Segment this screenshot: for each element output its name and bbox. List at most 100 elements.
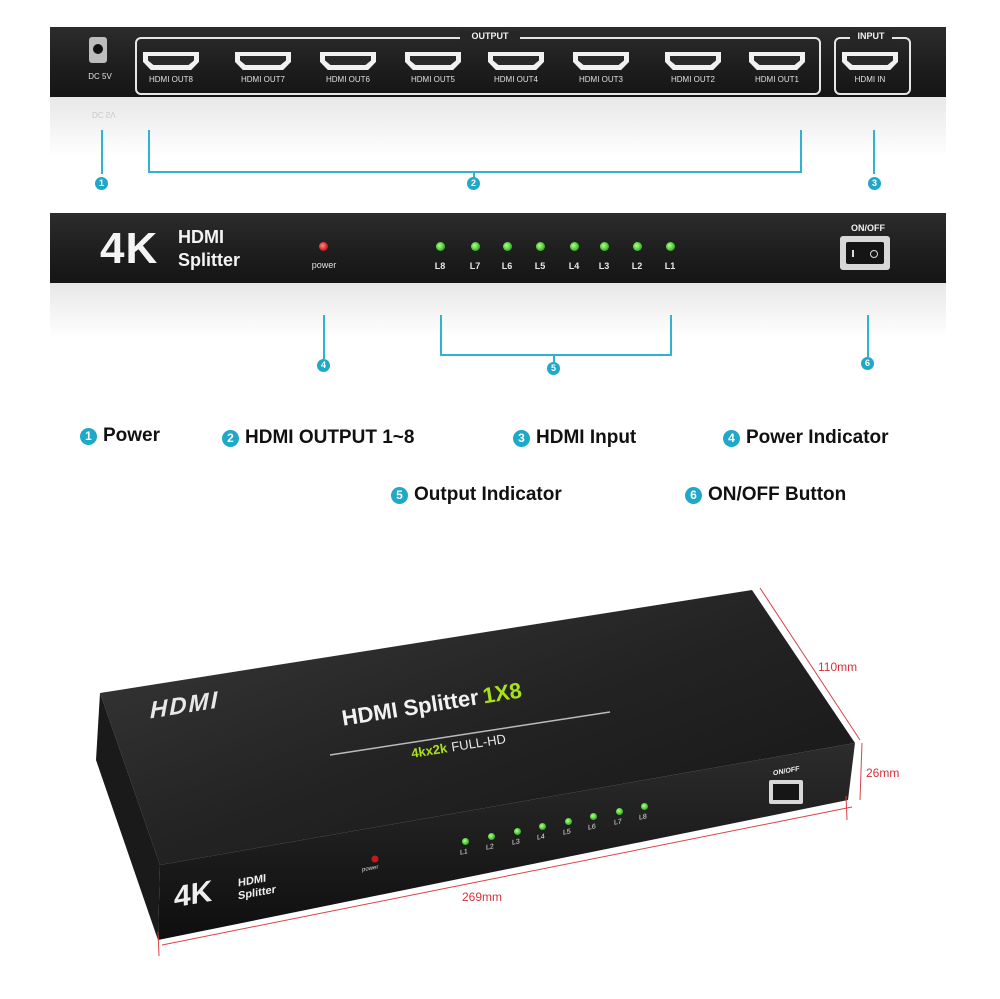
front-brand-4k: 4K — [100, 224, 159, 273]
output-led — [536, 242, 545, 251]
legend-number: 6 — [685, 486, 702, 504]
device-led-label: L5 — [563, 828, 571, 837]
output-led — [570, 242, 579, 251]
front-panel — [50, 213, 946, 283]
dc-label: DC 5V — [88, 72, 112, 81]
legend-item-power: 1 Power — [80, 425, 160, 447]
device-led — [462, 838, 469, 845]
output-led-label: L4 — [568, 261, 580, 271]
legend-text: Power — [103, 425, 161, 446]
front-brand-line2: Splitter — [178, 250, 241, 270]
device-led-label: L4 — [537, 833, 545, 842]
output-led — [666, 242, 675, 251]
device-top-rule — [329, 711, 611, 756]
onoff-switch — [840, 236, 890, 270]
output-led — [503, 242, 512, 251]
output-group-frame — [135, 37, 821, 95]
hdmi-port-label: HDMI OUT1 — [755, 75, 799, 84]
legend-item-hdmi-output: 2 HDMI OUTPUT 1~8 — [222, 427, 414, 449]
callout-line — [670, 315, 672, 355]
callout-line — [873, 130, 875, 174]
callout-number: 6 — [861, 357, 874, 370]
legend-number: 4 — [723, 429, 740, 447]
hdmi-port-label: HDMI OUT4 — [494, 75, 538, 84]
hdmi-port-out1 — [749, 52, 805, 70]
device-led-label: L3 — [512, 838, 520, 847]
dimension-line — [859, 742, 863, 801]
dimension-height: 26mm — [866, 766, 900, 780]
callout-line — [440, 315, 442, 355]
legend-item-output-indicator: 5 Output Indicator — [391, 484, 562, 506]
device-led-label: L8 — [639, 813, 647, 822]
output-led-label: L1 — [664, 261, 676, 271]
device-led-label: L7 — [614, 818, 622, 827]
front-brand-line1: HDMI — [178, 227, 224, 247]
callout-line — [148, 130, 150, 172]
dimension-line — [845, 795, 848, 821]
callout-number: 4 — [317, 359, 330, 372]
callout-number: 5 — [547, 362, 560, 375]
output-led-label: L6 — [501, 261, 513, 271]
device-led — [539, 823, 546, 830]
callout-line — [323, 315, 325, 359]
hdmi-port-label: HDMI IN — [854, 75, 886, 84]
legend-number: 2 — [222, 429, 239, 447]
input-group-label: INPUT — [850, 31, 892, 41]
device-led-label: L6 — [588, 823, 596, 832]
device-led — [641, 803, 648, 810]
reflection-text: DC 5V — [92, 110, 116, 119]
legend-number: 1 — [80, 427, 97, 445]
legend-text: HDMI OUTPUT 1~8 — [245, 427, 415, 448]
hdmi-port-out5 — [405, 52, 461, 70]
device-led — [590, 813, 597, 820]
hdmi-port-label: HDMI OUT3 — [579, 75, 623, 84]
hdmi-port-out7 — [235, 52, 291, 70]
legend-item-onoff-button: 6 ON/OFF Button — [685, 484, 846, 506]
device-led — [514, 828, 521, 835]
output-led-label: L3 — [598, 261, 610, 271]
device-side — [96, 693, 160, 940]
device-title-accent: 1X8 — [480, 677, 524, 709]
device-led-label: L2 — [486, 843, 494, 852]
device-subtitle-accent: 4kx2k — [410, 740, 449, 761]
hdmi-port-label: HDMI OUT5 — [411, 75, 455, 84]
output-led — [436, 242, 445, 251]
output-led — [600, 242, 609, 251]
device-led — [565, 818, 572, 825]
dimension-width: 110mm — [818, 660, 858, 674]
hdmi-port-label: HDMI OUT6 — [326, 75, 370, 84]
legend-number: 3 — [513, 429, 530, 447]
hdmi-port-out3 — [573, 52, 629, 70]
hdmi-port-label: HDMI OUT8 — [149, 75, 193, 84]
hdmi-port-out6 — [320, 52, 376, 70]
back-panel-reflection — [50, 97, 946, 157]
callout-line — [101, 130, 103, 174]
dimension-line — [161, 806, 853, 946]
device-top — [100, 590, 855, 865]
callout-line — [473, 171, 475, 177]
callout-number: 3 — [868, 177, 881, 190]
device-power-led — [371, 855, 379, 863]
callout-number: 2 — [467, 177, 480, 190]
power-led — [319, 242, 328, 251]
dimension-line — [759, 587, 861, 741]
device-illustration — [96, 587, 863, 957]
callout-line — [800, 130, 802, 172]
device-led — [488, 833, 495, 840]
callout-line — [440, 354, 672, 356]
output-led — [633, 242, 642, 251]
hdmi-port-in — [842, 52, 898, 70]
hdmi-port-label: HDMI OUT7 — [241, 75, 285, 84]
device-led — [616, 808, 623, 815]
front-panel-reflection — [50, 283, 946, 338]
callout-line — [553, 354, 555, 362]
switch-label: ON/OFF — [851, 223, 885, 233]
hdmi-port-out8 — [143, 52, 199, 70]
output-led-label: L7 — [469, 261, 481, 271]
output-led-label: L8 — [434, 261, 446, 271]
dimension-length: 269mm — [462, 890, 503, 904]
hdmi-port-label: HDMI OUT2 — [671, 75, 715, 84]
legend-text: Power Indicator — [746, 427, 889, 448]
output-led-label: L5 — [534, 261, 546, 271]
power-label: power — [311, 260, 337, 270]
